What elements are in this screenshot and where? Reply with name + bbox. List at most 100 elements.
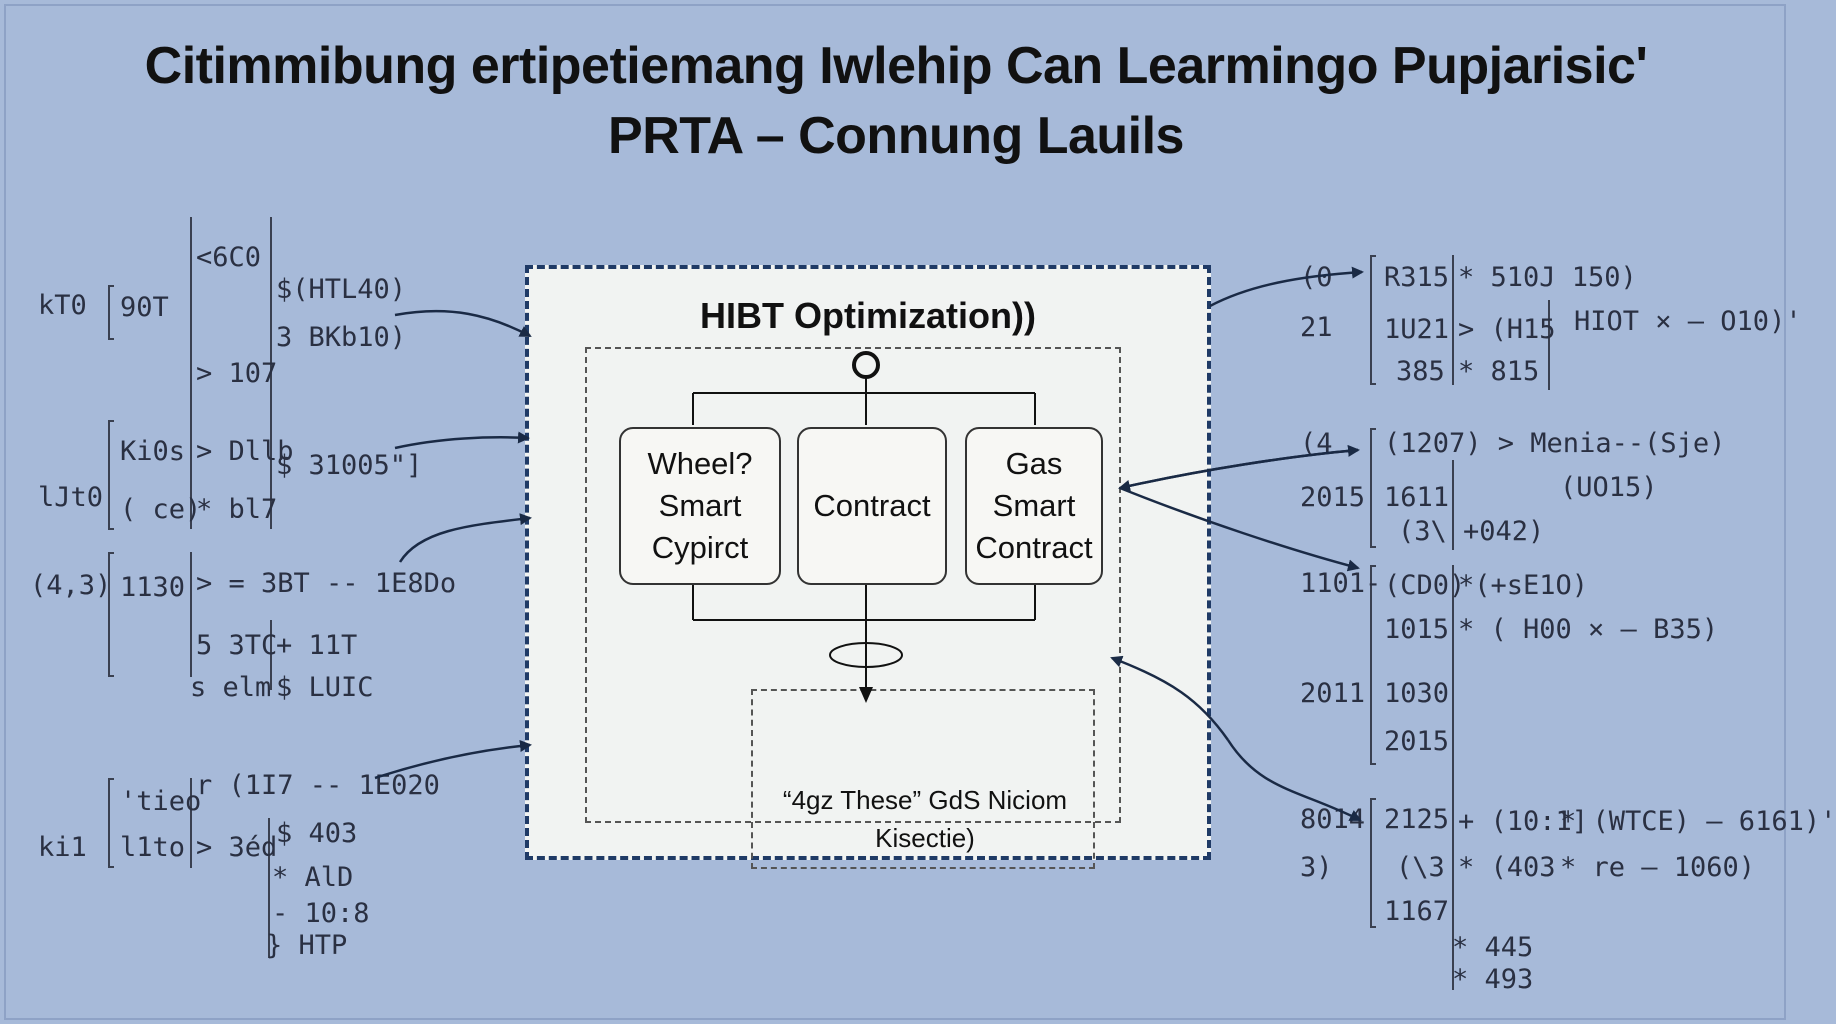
left-row-label: kT0 — [38, 290, 87, 321]
right-row-label: 2011 — [1300, 678, 1366, 709]
node-wheel-smart-contract: Wheel? Smart Cypirct — [619, 427, 781, 585]
right-bracket — [1370, 798, 1376, 928]
right-cell: HIOT × — O10)' — [1574, 306, 1802, 337]
right-bracket — [1370, 565, 1376, 765]
right-cell: * 815 — [1458, 356, 1540, 387]
right-cell: * re — 1060) — [1560, 852, 1756, 883]
left-cell: r (1I7 -- 1E020 — [196, 770, 440, 801]
left-cell: 1130 — [120, 572, 186, 603]
left-cell: $ LUIC — [276, 672, 374, 703]
arrow-out-2 — [1119, 444, 1360, 490]
left-table-divider — [190, 552, 192, 677]
right-cell: 1U21 — [1384, 314, 1450, 345]
left-cell: 90T — [120, 292, 169, 323]
right-cell: R315 — [1384, 262, 1450, 293]
left-table-divider — [270, 620, 272, 690]
left-cell: * bl7 — [196, 494, 278, 525]
page-subtitle: PRTA – Connung Lauils — [608, 107, 1184, 165]
left-bracket — [108, 552, 114, 677]
left-cell: - 10:8 — [272, 898, 370, 929]
arrow-bidirectional — [1118, 448, 1359, 492]
right-cell: 385 — [1396, 356, 1445, 387]
arrow-in-2 — [394, 431, 530, 450]
right-table-divider — [1452, 565, 1454, 645]
right-table-divider — [1452, 640, 1454, 990]
right-cell: 1030 — [1384, 678, 1450, 709]
right-cell: 1167 — [1384, 896, 1450, 927]
left-bracket — [108, 420, 114, 530]
arrow-out-1 — [1209, 266, 1364, 308]
right-cell: > (H15 — [1458, 314, 1556, 345]
right-cell: * (WTCE) — 6161)' — [1560, 806, 1836, 837]
left-cell: <6C0 — [196, 242, 262, 273]
optimization-panel: HIBT Optimization)) “4gz These” GdS Nici… — [525, 265, 1211, 869]
left-row-label: ki1 — [38, 832, 87, 863]
left-cell: } HTP — [266, 930, 348, 961]
panel-title: HIBT Optimization)) — [700, 295, 1036, 336]
left-cell: Ki0s — [120, 436, 186, 467]
output-region: “4gz These” GdS Niciom Kisectie) — [751, 689, 1095, 869]
left-cell: + 11T — [276, 630, 358, 661]
right-cell: (CD0) — [1384, 570, 1466, 601]
left-cell: $ 403 — [276, 818, 358, 849]
left-cell: 'tieo — [120, 786, 202, 817]
right-row-label: 3) — [1300, 852, 1333, 883]
right-row-label: 21 — [1300, 312, 1333, 343]
right-table-divider — [1452, 255, 1454, 385]
right-cell: * 510J 150) — [1458, 262, 1637, 293]
right-cell: + (10:1] — [1458, 806, 1589, 837]
left-cell: > 107 — [196, 358, 278, 389]
arrow-in-3 — [398, 513, 532, 563]
right-cell: 1611 — [1384, 482, 1450, 513]
right-bracket — [1370, 428, 1376, 548]
arrow-out-3 — [1119, 486, 1360, 572]
right-row-label: 2015 — [1300, 482, 1366, 513]
left-table-divider — [268, 818, 270, 958]
down-arrow-icon — [859, 687, 873, 703]
node-contract: Contract — [797, 427, 947, 585]
right-cell: (3\ +042) — [1398, 516, 1545, 547]
right-cell: * 493 — [1452, 964, 1534, 995]
right-cell: 2125 — [1384, 804, 1450, 835]
left-table-divider — [190, 778, 192, 868]
right-cell: (1207) > Menia--(Sje) — [1384, 428, 1726, 459]
right-cell: * 445 — [1452, 932, 1534, 963]
right-cell: *(+sE1O) — [1458, 570, 1589, 601]
left-bracket — [108, 778, 114, 868]
left-cell: * AlD — [272, 862, 354, 893]
left-bracket — [108, 285, 114, 340]
left-cell: l1to — [120, 832, 186, 863]
left-table-divider — [190, 217, 192, 529]
page-title: Citimmibung ertipetiemang Iwlehip Can Le… — [144, 37, 1648, 95]
junction-ellipse-icon — [829, 642, 903, 668]
flow-arrows — [374, 266, 1364, 822]
connector-lines — [692, 351, 1036, 703]
right-cell: 2015 — [1384, 726, 1450, 757]
left-row-label: lJt0 — [38, 482, 104, 513]
right-cell: 1015 — [1384, 614, 1450, 645]
left-cell: 5 3TC — [196, 630, 278, 661]
right-cell: * (403 — [1458, 852, 1556, 883]
arrow-in-4 — [374, 740, 532, 780]
left-cell: $(HTL40) — [276, 274, 407, 305]
arrow-return — [1110, 655, 1230, 741]
left-table-divider — [270, 217, 272, 529]
output-label: “4gz These” GdS Niciom Kisectie) — [782, 785, 1068, 853]
right-cell: (\3 — [1396, 852, 1445, 883]
left-cell: 3 BKb10) — [276, 322, 407, 353]
left-cell: > 3éd — [196, 832, 278, 863]
right-table-divider — [1548, 300, 1550, 390]
left-cell: > Dllb — [196, 436, 294, 467]
left-cell: ( ce) — [120, 494, 202, 525]
inner-dashed-region: “4gz These” GdS Niciom Kisectie) — [585, 347, 1121, 869]
left-row-label: (4,3) — [30, 570, 112, 601]
left-cell: > = 3BT -- 1E8Do — [196, 568, 457, 599]
right-bracket — [1370, 255, 1376, 385]
arrow-in-1 — [394, 309, 532, 338]
right-cell: (UO15) — [1560, 472, 1658, 503]
left-cell: $ 31005"] — [276, 450, 423, 481]
node-gas-smart-contract: Gas Smart Contract — [965, 427, 1103, 585]
right-cell: * ( H00 × — B35) — [1458, 614, 1719, 645]
left-cell: s elm — [190, 672, 272, 703]
right-row-label: 1101- — [1300, 568, 1382, 599]
